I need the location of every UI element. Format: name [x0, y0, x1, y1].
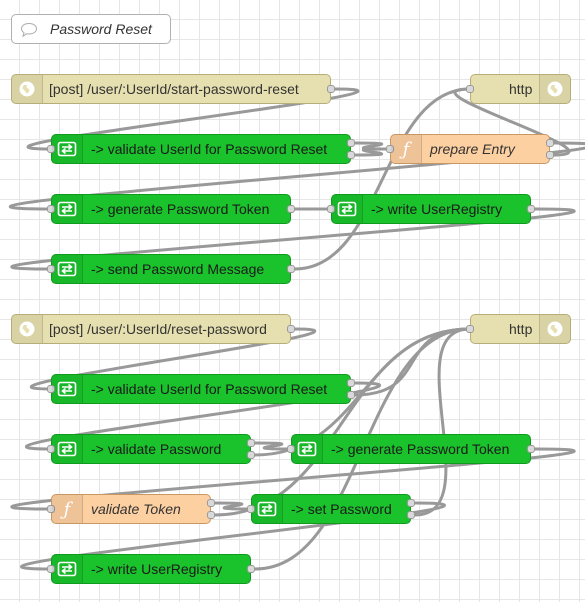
wire[interactable] — [214, 327, 471, 517]
output-port[interactable] — [287, 265, 295, 273]
subflow-label: -> write UserRegistry — [371, 201, 503, 217]
output-port[interactable] — [527, 445, 535, 453]
http-in-label: [post] /user/:UserId/start-password-rese… — [49, 81, 299, 97]
subflow-node-generate-token-2[interactable]: -> generate Password Token — [287, 434, 535, 464]
wire[interactable] — [414, 327, 471, 517]
output-port-1[interactable] — [407, 499, 415, 507]
output-port-2[interactable] — [546, 151, 554, 159]
output-port-1[interactable] — [247, 439, 255, 447]
output-port-2[interactable] — [247, 451, 255, 459]
globe-icon — [12, 315, 43, 343]
output-port-1[interactable] — [207, 499, 215, 507]
subflow-label: -> set Password — [291, 501, 392, 517]
subflow-arrows-icon — [52, 555, 83, 583]
http-response-node-2[interactable]: http — [466, 314, 571, 344]
wire[interactable] — [354, 327, 471, 397]
subflow-arrows-icon — [252, 495, 283, 523]
speech-bubble-icon — [20, 22, 38, 43]
input-port[interactable] — [287, 445, 295, 453]
output-port-1[interactable] — [546, 139, 554, 147]
http-response-label: http — [509, 321, 533, 337]
input-port[interactable] — [47, 565, 55, 573]
globe-icon — [12, 75, 43, 103]
function-label: validate Token — [91, 501, 181, 517]
comment-label: Password Reset — [50, 21, 152, 37]
output-port[interactable] — [527, 205, 535, 213]
wire[interactable] — [354, 147, 391, 157]
http-response-node-1[interactable]: http — [466, 74, 571, 104]
output-port-2[interactable] — [347, 391, 355, 399]
output-port[interactable] — [287, 205, 295, 213]
http-in-label: [post] /user/:UserId/reset-password — [49, 321, 267, 337]
http-in-node-start-password-reset[interactable]: [post] /user/:UserId/start-password-rese… — [11, 74, 335, 104]
input-port[interactable] — [47, 145, 55, 153]
subflow-arrows-icon — [52, 195, 83, 223]
subflow-label: -> validate Password — [91, 441, 222, 457]
input-port[interactable] — [47, 385, 55, 393]
output-port[interactable] — [327, 85, 335, 93]
function-node-prepare-entry[interactable]: ƒ prepare Entry — [386, 134, 554, 164]
function-icon: ƒ — [391, 135, 422, 163]
subflow-node-send-message[interactable]: -> send Password Message — [47, 254, 295, 284]
input-port[interactable] — [466, 325, 474, 333]
subflow-node-validate-userid-2[interactable]: -> validate UserId for Password Reset — [47, 374, 355, 404]
function-icon: ƒ — [52, 495, 83, 523]
output-port[interactable] — [247, 565, 255, 573]
wire[interactable] — [214, 501, 252, 511]
subflow-arrows-icon — [292, 435, 323, 463]
http-response-label: http — [509, 81, 533, 97]
subflow-arrows-icon — [332, 195, 363, 223]
wire[interactable] — [294, 87, 471, 271]
subflow-node-write-registry-2[interactable]: -> write UserRegistry — [47, 554, 255, 584]
input-port[interactable] — [47, 505, 55, 513]
output-port-1[interactable] — [347, 379, 355, 387]
subflow-label: -> validate UserId for Password Reset — [91, 141, 328, 157]
subflow-node-validate-userid-1[interactable]: -> validate UserId for Password Reset — [47, 134, 355, 164]
subflow-label: -> generate Password Token — [91, 201, 270, 217]
output-port[interactable] — [287, 325, 295, 333]
subflow-label: -> send Password Message — [91, 261, 265, 277]
subflow-node-set-password[interactable]: -> set Password — [247, 494, 415, 524]
subflow-label: -> write UserRegistry — [91, 561, 223, 577]
wire[interactable] — [354, 141, 391, 151]
output-port-1[interactable] — [347, 139, 355, 147]
output-port-2[interactable] — [407, 511, 415, 519]
input-port[interactable] — [47, 265, 55, 273]
http-in-node-reset-password[interactable]: [post] /user/:UserId/reset-password — [11, 314, 295, 344]
input-port[interactable] — [327, 205, 335, 213]
function-node-validate-token[interactable]: ƒ validate Token — [47, 494, 215, 524]
subflow-node-write-registry-1[interactable]: -> write UserRegistry — [327, 194, 535, 224]
subflow-node-validate-password[interactable]: -> validate Password — [47, 434, 255, 464]
subflow-arrows-icon — [52, 255, 83, 283]
input-port[interactable] — [47, 205, 55, 213]
output-port-2[interactable] — [347, 151, 355, 159]
comment-node-password-reset[interactable]: Password Reset — [11, 14, 171, 44]
subflow-arrows-icon — [52, 375, 83, 403]
input-port[interactable] — [47, 445, 55, 453]
subflow-node-generate-token-1[interactable]: -> generate Password Token — [47, 194, 295, 224]
function-label: prepare Entry — [430, 141, 515, 157]
globe-icon — [539, 315, 570, 343]
wire[interactable] — [254, 441, 292, 451]
subflow-label: -> validate UserId for Password Reset — [91, 381, 328, 397]
input-port[interactable] — [386, 145, 394, 153]
input-port[interactable] — [247, 505, 255, 513]
output-port-2[interactable] — [207, 511, 215, 519]
subflow-arrows-icon — [52, 435, 83, 463]
globe-icon — [539, 75, 570, 103]
input-port[interactable] — [466, 85, 474, 93]
subflow-arrows-icon — [52, 135, 83, 163]
subflow-label: -> generate Password Token — [331, 441, 510, 457]
